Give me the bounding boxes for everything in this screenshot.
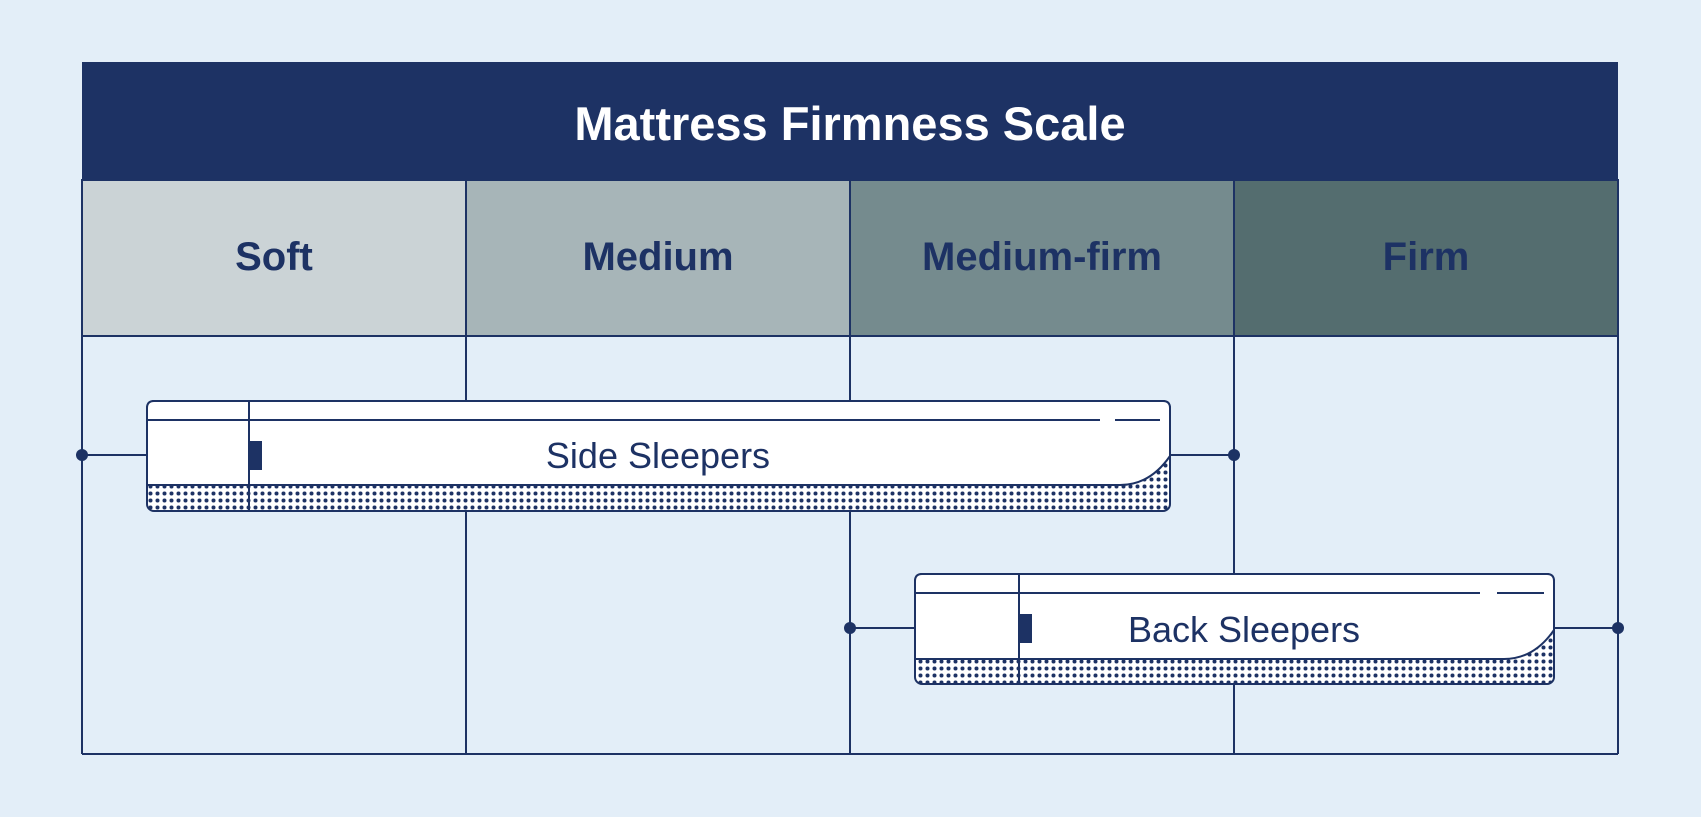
range-end-dot bbox=[1228, 449, 1240, 461]
level-label-soft: Soft bbox=[235, 235, 313, 279]
level-cell-soft bbox=[81, 179, 467, 337]
mattress-top bbox=[914, 573, 1555, 660]
range-side-sleepers: Side Sleepers bbox=[76, 400, 1240, 512]
mattress-top bbox=[146, 400, 1171, 486]
range-end-dot bbox=[1612, 622, 1624, 634]
scale-grid bbox=[81, 336, 1619, 755]
level-cell-firm bbox=[1233, 179, 1619, 337]
range-start-dot bbox=[76, 449, 88, 461]
level-label-medium: Medium bbox=[582, 235, 733, 279]
mattress-bar: Side Sleepers bbox=[146, 400, 1171, 512]
level-label-medium-firm: Medium-firm bbox=[922, 235, 1162, 279]
level-cell-medium bbox=[465, 179, 851, 337]
firmness-levels: Soft Medium Medium-firm Firm bbox=[81, 179, 1619, 337]
mattress-tag bbox=[1019, 614, 1032, 643]
range-label-back-sleepers: Back Sleepers bbox=[1128, 609, 1360, 650]
range-back-sleepers: Back Sleepers bbox=[844, 573, 1624, 685]
mattress-bar: Back Sleepers bbox=[914, 573, 1555, 685]
diagram-title: Mattress Firmness Scale bbox=[574, 97, 1125, 150]
level-label-firm: Firm bbox=[1383, 235, 1470, 279]
range-start-dot bbox=[844, 622, 856, 634]
title-band bbox=[82, 62, 1618, 180]
mattress-tag bbox=[249, 441, 262, 470]
level-cell-medium-firm bbox=[849, 179, 1235, 337]
range-label-side-sleepers: Side Sleepers bbox=[546, 435, 770, 476]
